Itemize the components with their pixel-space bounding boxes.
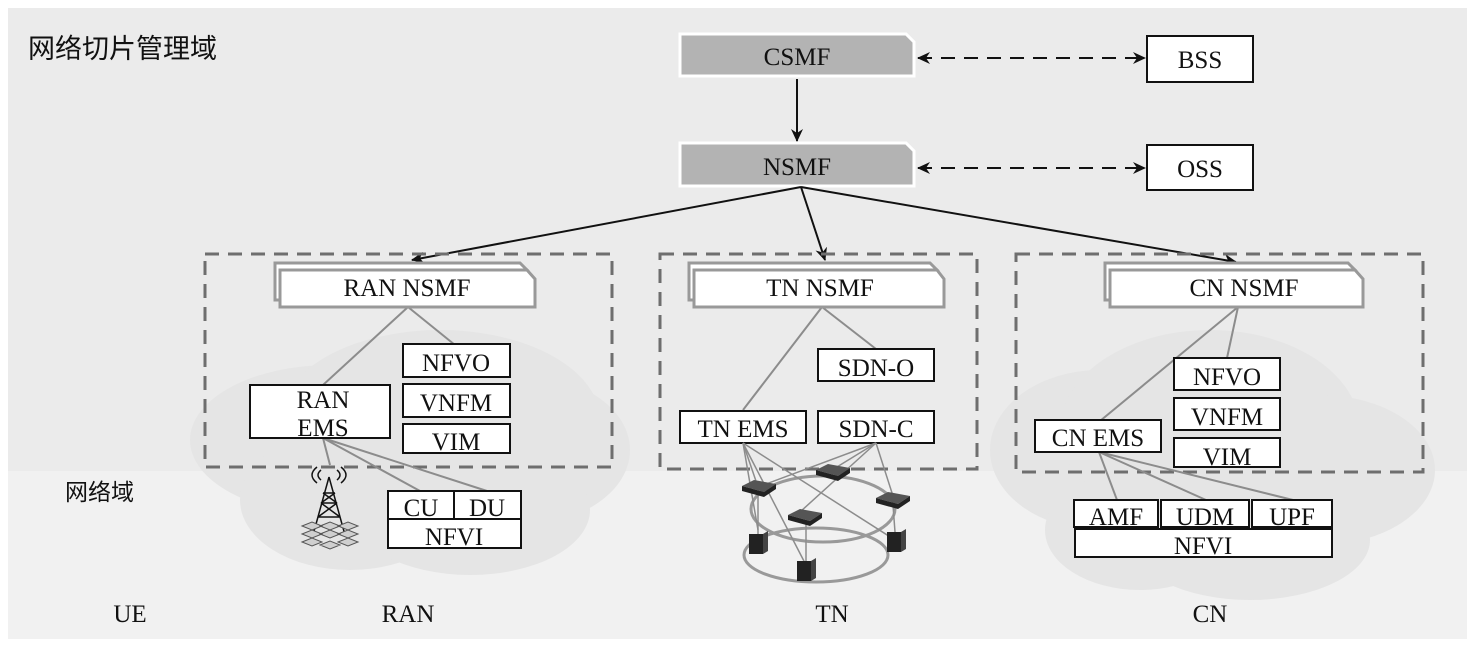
ran-vim-label: VIM [432, 429, 481, 456]
ran-du-label: DU [469, 495, 505, 522]
ran-vnfm-label: VNFM [420, 390, 492, 417]
cn-upf-label: UPF [1269, 504, 1315, 531]
ran-nsmf-label: RAN NSMF [343, 275, 470, 302]
cn-amf-box[interactable]: AMF [1073, 499, 1159, 531]
cn-ems-box[interactable]: CN EMS [1034, 419, 1162, 453]
cn-udm-label: UDM [1176, 504, 1234, 531]
bss-box[interactable]: BSS [1146, 35, 1254, 83]
network-domain-label: 网络域 [65, 480, 134, 506]
ran-cu-label: CU [404, 495, 439, 522]
tn-router-2 [816, 464, 850, 481]
tn-router-4 [788, 509, 822, 526]
connectors [322, 306, 1294, 501]
tn-server-2 [797, 558, 816, 581]
bottom-label-ue: UE [113, 601, 146, 628]
tn-nsmf-label: TN NSMF [766, 275, 874, 302]
tn-ems-box[interactable]: TN EMS [679, 410, 807, 444]
cn-amf-label: AMF [1089, 504, 1143, 531]
ran-nfvo-box[interactable]: NFVO [402, 343, 511, 378]
ran-cu-box[interactable]: CU [387, 490, 455, 522]
ran-ems-label-line2: EMS [297, 415, 348, 442]
cn-nfvo-label: NFVO [1193, 364, 1261, 391]
cn-slice-boundary [1014, 252, 1425, 474]
tn-router-1 [742, 480, 776, 497]
nsmf-cn-arrow [800, 186, 1237, 266]
base-station-tower-icon [300, 466, 360, 550]
csmf-label: CSMF [764, 44, 831, 71]
bottom-label-cn: CN [1193, 601, 1228, 628]
ran-vim-box[interactable]: VIM [402, 423, 511, 456]
ran-du-box[interactable]: DU [453, 490, 522, 522]
ran-nfvi-label: NFVI [425, 524, 483, 551]
cn-nfvo-box[interactable]: NFVO [1173, 357, 1281, 391]
tn-router-3 [876, 492, 910, 509]
tn-sdn-c-label: SDN-C [838, 416, 913, 443]
ran-ems-box[interactable]: RAN EMS [249, 384, 391, 442]
tn-sdn-c-box[interactable]: SDN-C [817, 410, 935, 444]
ran-nfvo-label: NFVO [422, 350, 490, 377]
cn-nsmf-box[interactable]: CN NSMF [1103, 261, 1365, 309]
ran-ems-label-line1: RAN [297, 387, 350, 414]
nsmf-box[interactable]: NSMF [678, 141, 916, 188]
cn-ems-label: CN EMS [1052, 425, 1144, 452]
cn-vnfm-label: VNFM [1191, 404, 1263, 431]
cn-udm-box[interactable]: UDM [1160, 499, 1250, 531]
ran-nfvi-box[interactable]: NFVI [387, 518, 522, 551]
bottom-label-tn: TN [815, 601, 848, 628]
tn-server-3 [887, 529, 906, 552]
cn-vnfm-box[interactable]: VNFM [1173, 397, 1281, 431]
ran-slice-boundary [203, 252, 614, 469]
bss-label: BSS [1178, 47, 1222, 74]
nsmf-tn-arrow [800, 186, 827, 261]
nsmf-ran-arrow [411, 186, 802, 264]
bottom-label-ran: RAN [382, 601, 435, 628]
nsmf-label: NSMF [763, 154, 831, 181]
cn-upf-box[interactable]: UPF [1251, 499, 1333, 531]
tn-sdn-o-box[interactable]: SDN-O [817, 348, 935, 382]
cn-vim-label: VIM [1203, 444, 1252, 471]
tn-sdn-o-label: SDN-O [838, 355, 914, 382]
tn-ems-label: TN EMS [698, 416, 789, 443]
cn-nsmf-label: CN NSMF [1189, 275, 1298, 302]
cn-vim-box[interactable]: VIM [1173, 437, 1281, 471]
cn-nfvi-label: NFVI [1174, 533, 1232, 560]
csmf-box[interactable]: CSMF [678, 32, 916, 78]
tn-nsmf-box[interactable]: TN NSMF [687, 261, 946, 309]
ran-nsmf-box[interactable]: RAN NSMF [273, 261, 537, 309]
ran-vnfm-box[interactable]: VNFM [402, 383, 511, 418]
cn-nfvi-box[interactable]: NFVI [1074, 528, 1333, 560]
management-domain-label: 网络切片管理域 [28, 34, 217, 65]
tn-server-1 [749, 531, 768, 554]
oss-box[interactable]: OSS [1146, 144, 1254, 191]
oss-label: OSS [1177, 156, 1223, 183]
